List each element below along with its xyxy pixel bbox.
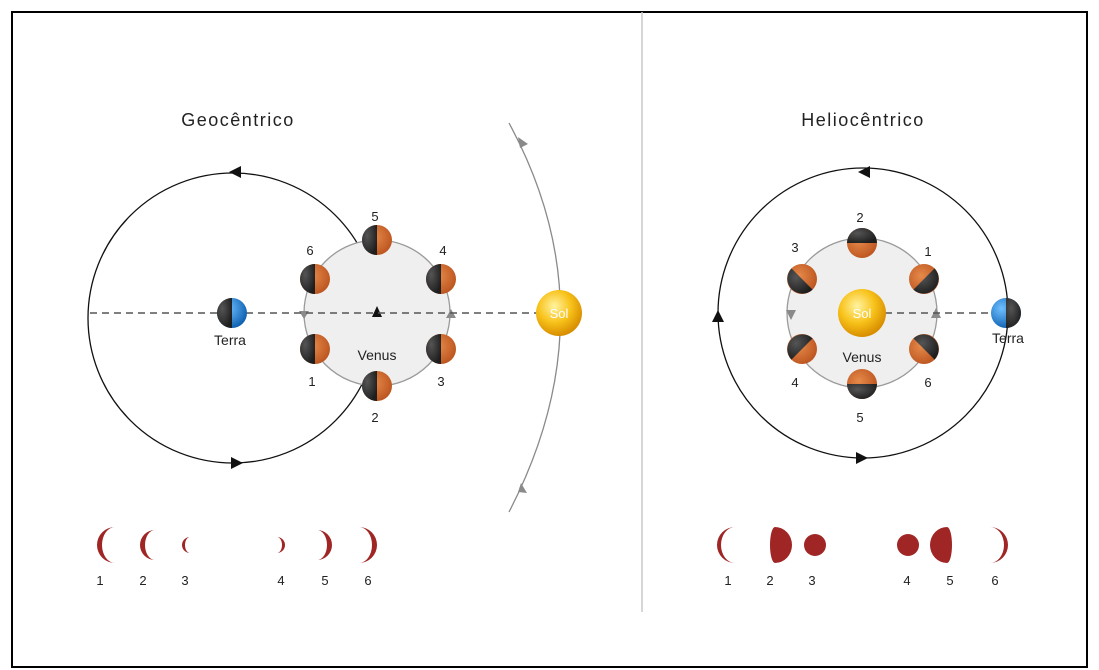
- helio-venus-pos-6: [909, 334, 939, 364]
- helio-venus-pos-3: [787, 264, 817, 294]
- geo-orbit-arrow-top: [229, 166, 241, 178]
- helio-phase-num-1: 1: [724, 573, 731, 588]
- helio-venus-pos-2: [847, 228, 877, 258]
- helio-phase-2: [770, 527, 792, 563]
- helio-pos-label-4: 4: [791, 375, 798, 390]
- heliocentric-panel: Heliocêntrico Sol Terra Venus: [712, 110, 1024, 588]
- geo-phase-3: [182, 537, 190, 553]
- geo-phase-num-4: 4: [277, 573, 284, 588]
- geo-phase-2: [140, 530, 155, 560]
- helio-orbit-arrow-left: [712, 310, 724, 322]
- geo-phase-1: [97, 527, 115, 563]
- geo-sun-arc-arrow-bottom: [518, 483, 527, 493]
- geo-phase-4: [277, 537, 285, 553]
- geo-pos-label-3: 3: [437, 374, 444, 389]
- geo-venus-pos-2: [362, 371, 392, 401]
- geo-phase-5: [317, 530, 332, 560]
- helio-phase-num-3: 3: [808, 573, 815, 588]
- geo-phase-num-1: 1: [96, 573, 103, 588]
- helio-phase-row: [717, 527, 1008, 563]
- helio-pos-label-3: 3: [791, 240, 798, 255]
- geo-venus-pos-4: [426, 264, 456, 294]
- geo-phase-num-5: 5: [321, 573, 328, 588]
- geo-earth: [217, 298, 247, 328]
- geo-phase-num-6: 6: [364, 573, 371, 588]
- helio-phase-6: [990, 527, 1008, 563]
- geo-sun-label: Sol: [550, 306, 569, 321]
- geo-earth-label: Terra: [214, 332, 246, 348]
- helio-phase-5: [930, 527, 952, 563]
- geo-pos-label-2: 2: [371, 410, 378, 425]
- helio-title: Heliocêntrico: [801, 110, 925, 130]
- geo-venus-pos-6: [300, 264, 330, 294]
- geo-deferent-arrow-mid: [372, 306, 382, 317]
- geo-pos-label-4: 4: [439, 243, 446, 258]
- geo-pos-label-5: 5: [371, 209, 378, 224]
- geo-phase-6: [359, 527, 377, 563]
- helio-venus-label: Venus: [843, 349, 882, 365]
- outer-frame: [11, 11, 1088, 668]
- helio-phase-1: [717, 527, 735, 563]
- helio-phase-4: [897, 534, 919, 556]
- geo-orbit-arrow-bottom: [231, 457, 243, 469]
- geo-pos-label-1: 1: [308, 374, 315, 389]
- geo-venus-label: Venus: [358, 347, 397, 363]
- geocentric-panel: Geocêntrico Terra Sol Venus: [87, 110, 582, 588]
- geo-sun-arc-arrow-top: [518, 137, 528, 148]
- geo-title: Geocêntrico: [181, 110, 295, 130]
- helio-sun-label: Sol: [853, 306, 872, 321]
- helio-orbit-arrow-bottom: [856, 452, 868, 464]
- helio-venus-pos-5: [847, 369, 877, 399]
- geo-pos-label-6: 6: [306, 243, 313, 258]
- helio-pos-label-2: 2: [856, 210, 863, 225]
- helio-phase-num-6: 6: [991, 573, 998, 588]
- geo-venus-pos-5: [362, 225, 392, 255]
- helio-sun: [838, 289, 886, 337]
- helio-pos-label-6: 6: [924, 375, 931, 390]
- helio-earth: [991, 298, 1021, 328]
- helio-phase-num-5: 5: [946, 573, 953, 588]
- helio-phase-num-2: 2: [766, 573, 773, 588]
- geo-phase-num-3: 3: [181, 573, 188, 588]
- geo-phase-num-2: 2: [139, 573, 146, 588]
- helio-venus-pos-4: [787, 334, 817, 364]
- geo-venus-pos-3: [426, 334, 456, 364]
- helio-phase-num-4: 4: [903, 573, 910, 588]
- helio-orbit-arrow-top: [858, 166, 870, 178]
- helio-pos-label-5: 5: [856, 410, 863, 425]
- geo-venus-pos-1: [300, 334, 330, 364]
- helio-earth-label: Terra: [992, 330, 1024, 346]
- helio-phase-3: [804, 534, 826, 556]
- helio-venus-pos-1: [909, 264, 939, 294]
- helio-pos-label-1: 1: [924, 244, 931, 259]
- geo-sun: [536, 290, 582, 336]
- geo-phase-row: [97, 527, 377, 563]
- helio-venus-arrow-left: [786, 310, 796, 320]
